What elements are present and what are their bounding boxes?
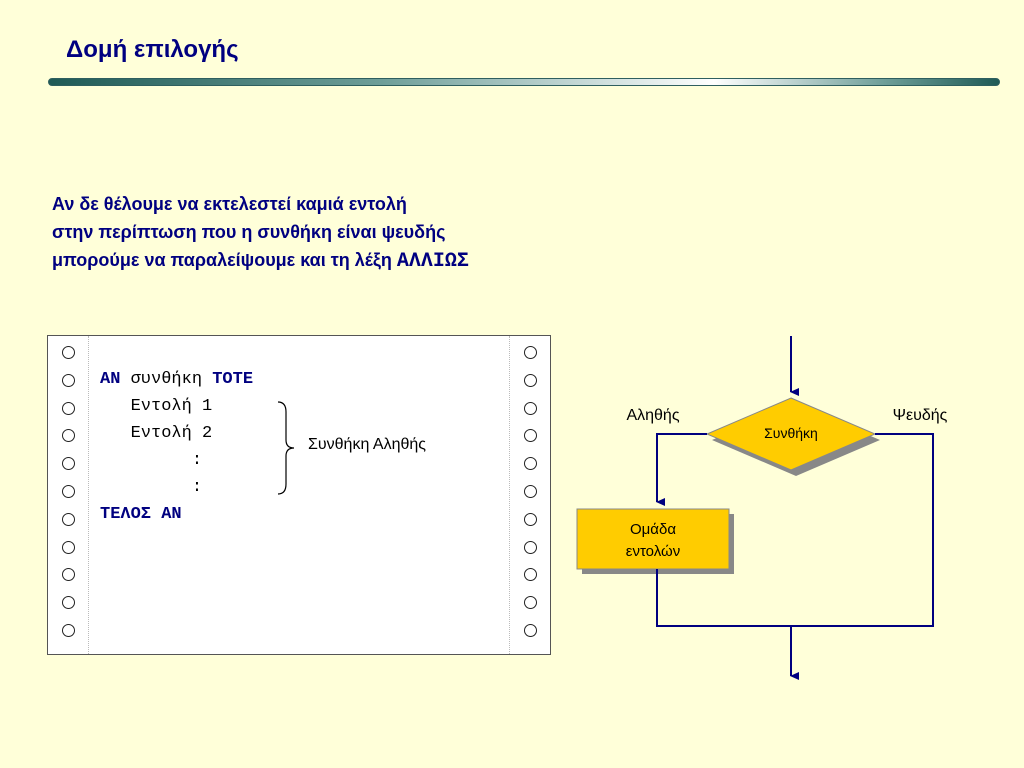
flow-merge-line bbox=[656, 569, 791, 627]
paper-hole-right bbox=[524, 512, 537, 526]
paper-hole-right bbox=[524, 596, 537, 610]
true-branch-label: Αληθής bbox=[626, 407, 679, 424]
command-block-line-1: Ομάδα bbox=[630, 521, 676, 538]
intro-line-2: στην περίπτωση που η συνθήκη είναι ψευδή… bbox=[52, 222, 446, 242]
paper-hole-left bbox=[62, 373, 75, 387]
command-block bbox=[576, 508, 730, 570]
condition-label: Συνθήκη bbox=[764, 425, 818, 441]
paper-hole-right bbox=[524, 568, 537, 582]
intro-text: Αν δε θέλουμε να εκτελεστεί καμιά εντολή… bbox=[52, 190, 469, 276]
code-ellipsis-2: : bbox=[191, 478, 203, 497]
paper-hole-right bbox=[524, 540, 537, 554]
paper-hole-right bbox=[524, 346, 537, 359]
flowchart: Συνθήκη Αληθής Ψευδής Ομάδα εντολών bbox=[576, 336, 948, 680]
intro-line-3-text: μπορούμε να παραλείψουμε και τη λέξη bbox=[52, 250, 397, 270]
paper-hole-left bbox=[62, 596, 75, 610]
intro-keyword-else: ΑΛΛΙΩΣ bbox=[396, 250, 469, 273]
page-title: Δομή επιλογής bbox=[66, 36, 239, 63]
code-statement-2: Εντολή 2 bbox=[130, 424, 213, 443]
paper-hole-right bbox=[524, 624, 537, 637]
flow-false-branch bbox=[791, 433, 934, 627]
paper-hole-right bbox=[524, 401, 537, 415]
command-block-line-2: εντολών bbox=[626, 543, 680, 560]
paper-hole-left bbox=[62, 485, 75, 498]
code-condition: συνθήκη bbox=[130, 370, 203, 389]
code-end-if-keyword: ΤΕΛΟΣ ΑΝ bbox=[100, 505, 182, 524]
condition-diamond bbox=[705, 397, 877, 471]
paper-hole-left bbox=[62, 401, 75, 415]
paper-strip-right bbox=[509, 336, 550, 654]
intro-line-3: μπορούμε να παραλείψουμε και τη λέξη ΑΛΛ… bbox=[52, 246, 469, 276]
paper-hole-left bbox=[62, 429, 75, 443]
code-then-keyword: ΤΟΤΕ bbox=[212, 370, 254, 389]
code-statement-1: Εντολή 1 bbox=[130, 397, 213, 416]
code-block: ΑΝ συνθήκη ΤΟΤΕ Εντολή 1 Εντολή 2 : : ΤΕ… bbox=[100, 366, 253, 528]
paper-strip-left bbox=[48, 336, 89, 654]
paper-hole-left bbox=[62, 624, 75, 637]
paper-hole-right bbox=[524, 485, 537, 498]
title-divider bbox=[48, 78, 1000, 86]
curly-brace-icon bbox=[277, 401, 295, 495]
code-if-keyword: ΑΝ bbox=[100, 370, 121, 389]
paper-hole-left bbox=[62, 457, 75, 471]
paper-hole-left bbox=[62, 512, 75, 526]
paper-hole-right bbox=[524, 429, 537, 443]
paper-hole-left bbox=[62, 568, 75, 582]
intro-line-1: Αν δε θέλουμε να εκτελεστεί καμιά εντολή bbox=[52, 194, 407, 214]
code-ellipsis-1: : bbox=[191, 451, 203, 470]
code-paper: ΑΝ συνθήκη ΤΟΤΕ Εντολή 1 Εντολή 2 : : ΤΕ… bbox=[47, 335, 551, 655]
brace-label: Συνθήκη Αληθής bbox=[308, 436, 426, 453]
paper-hole-right bbox=[524, 373, 537, 387]
paper-hole-left bbox=[62, 346, 75, 359]
flow-true-branch bbox=[656, 433, 707, 506]
paper-hole-left bbox=[62, 540, 75, 554]
paper-hole-right bbox=[524, 457, 537, 471]
false-branch-label: Ψευδής bbox=[893, 407, 948, 424]
